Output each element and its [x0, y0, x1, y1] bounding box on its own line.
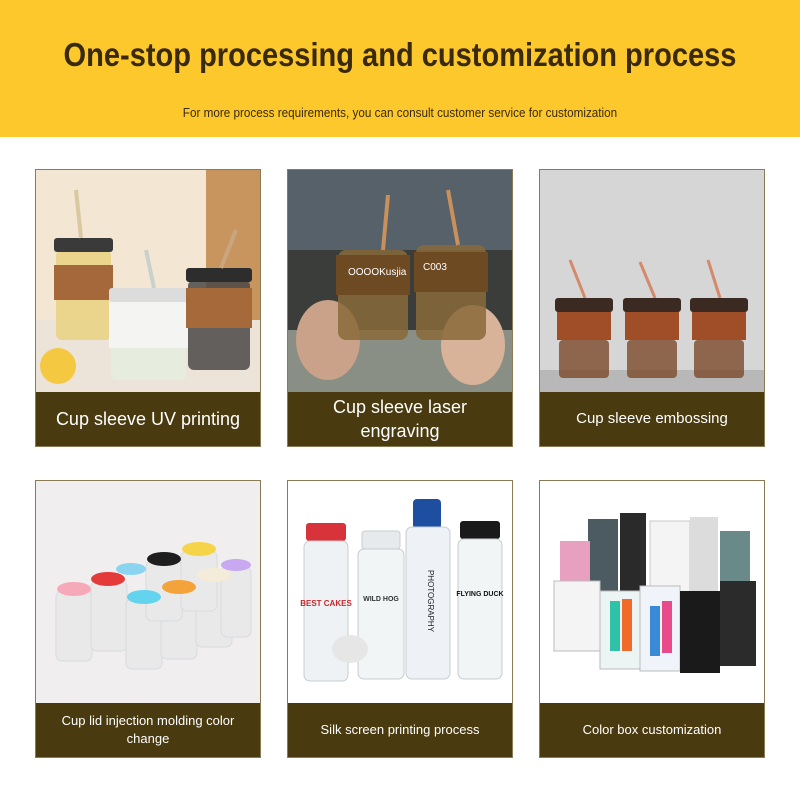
- card-embossing: Cup sleeve embossing: [539, 169, 765, 447]
- card-caption: Cup sleeve embossing: [540, 392, 764, 446]
- card-caption: Cup lid injection molding color change: [36, 703, 260, 757]
- cups-laser-engrave-image: OOOOKusjia C003: [288, 170, 512, 392]
- page-title: One-stop processing and customization pr…: [63, 36, 737, 73]
- printed-bottles-image: BEST CAKES WILD HOG PHOTOGRAPHY FLYING D…: [288, 481, 512, 703]
- card-caption: Color box customization: [540, 703, 764, 757]
- engraved-text-right: C003: [423, 262, 447, 273]
- bottle-label-2: WILD HOG: [363, 596, 399, 603]
- bottle-label-3: PHOTOGRAPHY: [426, 570, 435, 633]
- engraved-text-left: OOOOKusjia: [348, 267, 407, 278]
- card-color-box: Color box customization: [539, 480, 765, 758]
- cups-uv-print-image: [36, 170, 260, 392]
- card-laser-engraving: OOOOKusjia C003 Cup sleeve laser engravi…: [287, 169, 513, 447]
- bottle-label-1: BEST CAKES: [300, 599, 352, 608]
- cups-embossed-image: [540, 170, 764, 392]
- gift-boxes-image: [540, 481, 764, 703]
- card-caption: Cup sleeve UV printing: [36, 392, 260, 446]
- card-silk-screen: BEST CAKES WILD HOG PHOTOGRAPHY FLYING D…: [287, 480, 513, 758]
- card-caption: Silk screen printing process: [288, 703, 512, 757]
- page-subtitle: For more process requirements, you can c…: [182, 105, 618, 120]
- card-uv-printing: Cup sleeve UV printing: [35, 169, 261, 447]
- header-banner: One-stop processing and customization pr…: [0, 0, 800, 137]
- bottle-label-4: FLYING DUCK: [456, 591, 503, 598]
- jars-colored-lids-image: [36, 481, 260, 703]
- card-lid-color: Cup lid injection molding color change: [35, 480, 261, 758]
- card-caption: Cup sleeve laser engraving: [288, 392, 512, 446]
